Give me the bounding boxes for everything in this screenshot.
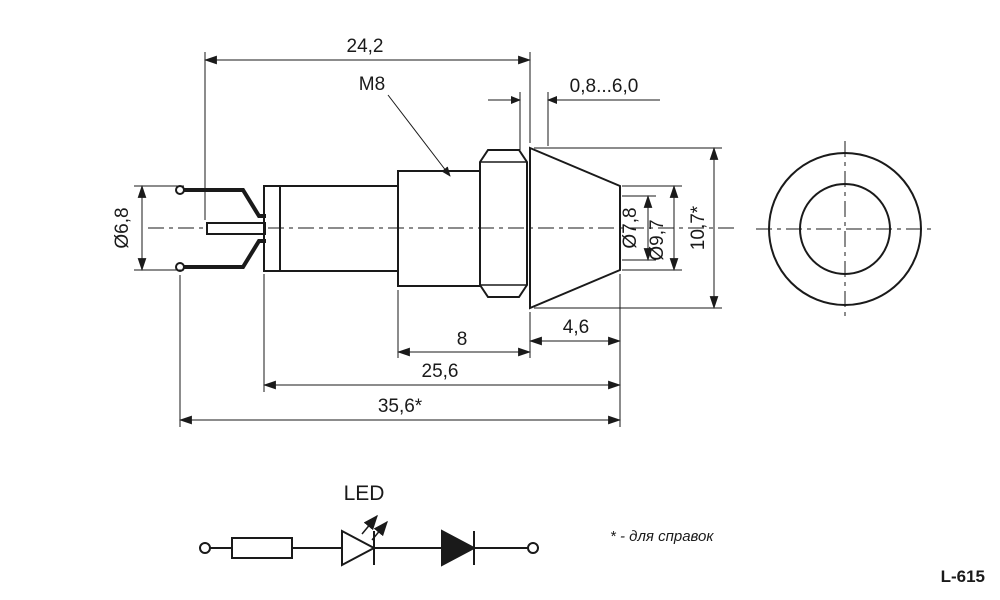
center-terminal [206,222,266,235]
led-symbol [341,529,377,567]
dim-thread-leader [387,94,451,177]
cone-head [529,146,621,310]
lead-hook-top [175,185,185,195]
reference-note: * - для справок [610,528,714,545]
schematic [199,514,539,567]
resistor-symbol [231,537,293,559]
dim-overall-top [203,52,532,220]
lead-wires [184,188,266,269]
dim-overall-length [178,274,622,427]
dim-body-length [262,274,622,392]
dim-bezel-diameter [622,184,682,272]
dim-thread-length [396,290,532,358]
terminal-left [199,542,211,554]
dim-text-lead-diameter: Ø6,8 [112,207,133,248]
led-emission-arrow-2 [371,520,388,541]
led-emission-arrow-1 [361,514,378,535]
dim-text-bezel-diameter: Ø9,7 [647,219,668,260]
side-view [148,146,738,310]
dim-text-head-length: 4,6 [563,317,589,338]
hex-nut [479,149,528,298]
dim-head-diameter [534,146,722,310]
diode-symbol [441,529,477,567]
dim-text-thread-length: 8 [457,329,468,350]
dim-text-front-diameter: Ø7,8 [620,207,641,248]
lead-wire-top [184,188,266,218]
led-label: LED [344,482,385,505]
part-number: L-615 [941,567,985,586]
lead-wire-bottom [184,239,266,269]
dim-front-diameter [622,194,656,262]
dim-lead-diameter [134,184,184,272]
terminal-right [527,542,539,554]
lead-hook-bottom [175,262,185,272]
front-view [756,141,934,317]
dim-text-body-length: 25,6 [422,361,459,382]
dim-text-panel-thickness: 0,8...6,0 [570,76,639,97]
dim-panel-thickness [488,92,660,150]
dim-text-head-diameter: 10,7* [688,205,709,250]
dim-text-thread: M8 [359,74,385,95]
dimensions: 24,2 M8 0,8...6,0 Ø6,8 8 [112,36,722,427]
dim-text-overall-length: 35,6* [378,396,423,417]
dim-text-overall-top: 24,2 [347,36,384,57]
